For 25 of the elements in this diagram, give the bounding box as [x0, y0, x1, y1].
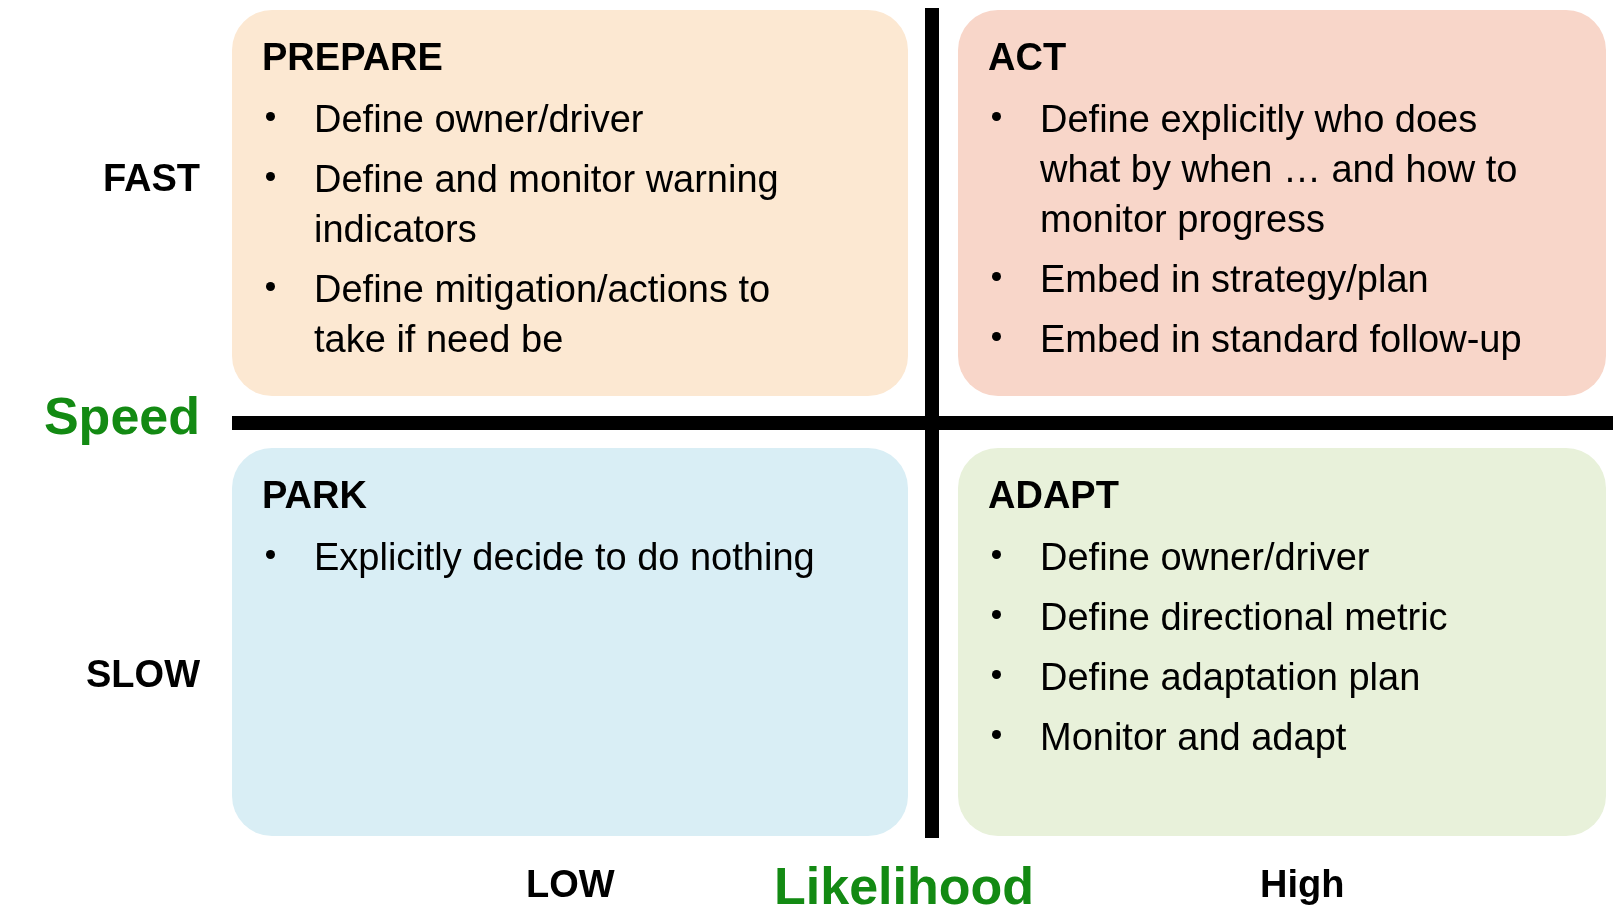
axis-title: Speed [43, 388, 200, 446]
bullet-item: Define and monitor warning indicators [314, 157, 780, 252]
axis-title: Likelihood [774, 858, 1034, 916]
axis-label: High [1260, 864, 1345, 906]
axis-label: SLOW [86, 654, 200, 696]
bullet-item: Define owner/driver [314, 97, 644, 142]
axis-label: FAST [102, 158, 200, 200]
quadrant-box [232, 448, 908, 836]
quadrant-box [958, 448, 1606, 836]
bullet-item: Define explicitly who does what by when … and how to monitor progress [1040, 97, 1519, 242]
axis-label: LOW [526, 864, 615, 906]
quadrant-box [232, 10, 908, 396]
bullet-item: Monitor and adapt [1040, 715, 1347, 760]
bullet-item: Define owner/driver [1040, 535, 1370, 580]
quadrant-heading: ACT [988, 35, 1067, 80]
bullet-item: Define mitigation/actions to take if need be [314, 267, 772, 362]
quadrant-heading: ADAPT [988, 473, 1119, 518]
bullet-item: Define directional metric [1040, 595, 1448, 640]
bullet-item: Define adaptation plan [1040, 655, 1421, 700]
bullet-item: Explicitly decide to do nothing [314, 535, 815, 580]
bullet-item: Embed in standard follow-up [1040, 317, 1522, 362]
quadrant-box [958, 10, 1606, 396]
bullet-item: Embed in strategy/plan [1040, 257, 1429, 302]
quadrant-heading: PREPARE [262, 35, 443, 80]
quadrant-heading: PARK [262, 473, 367, 518]
